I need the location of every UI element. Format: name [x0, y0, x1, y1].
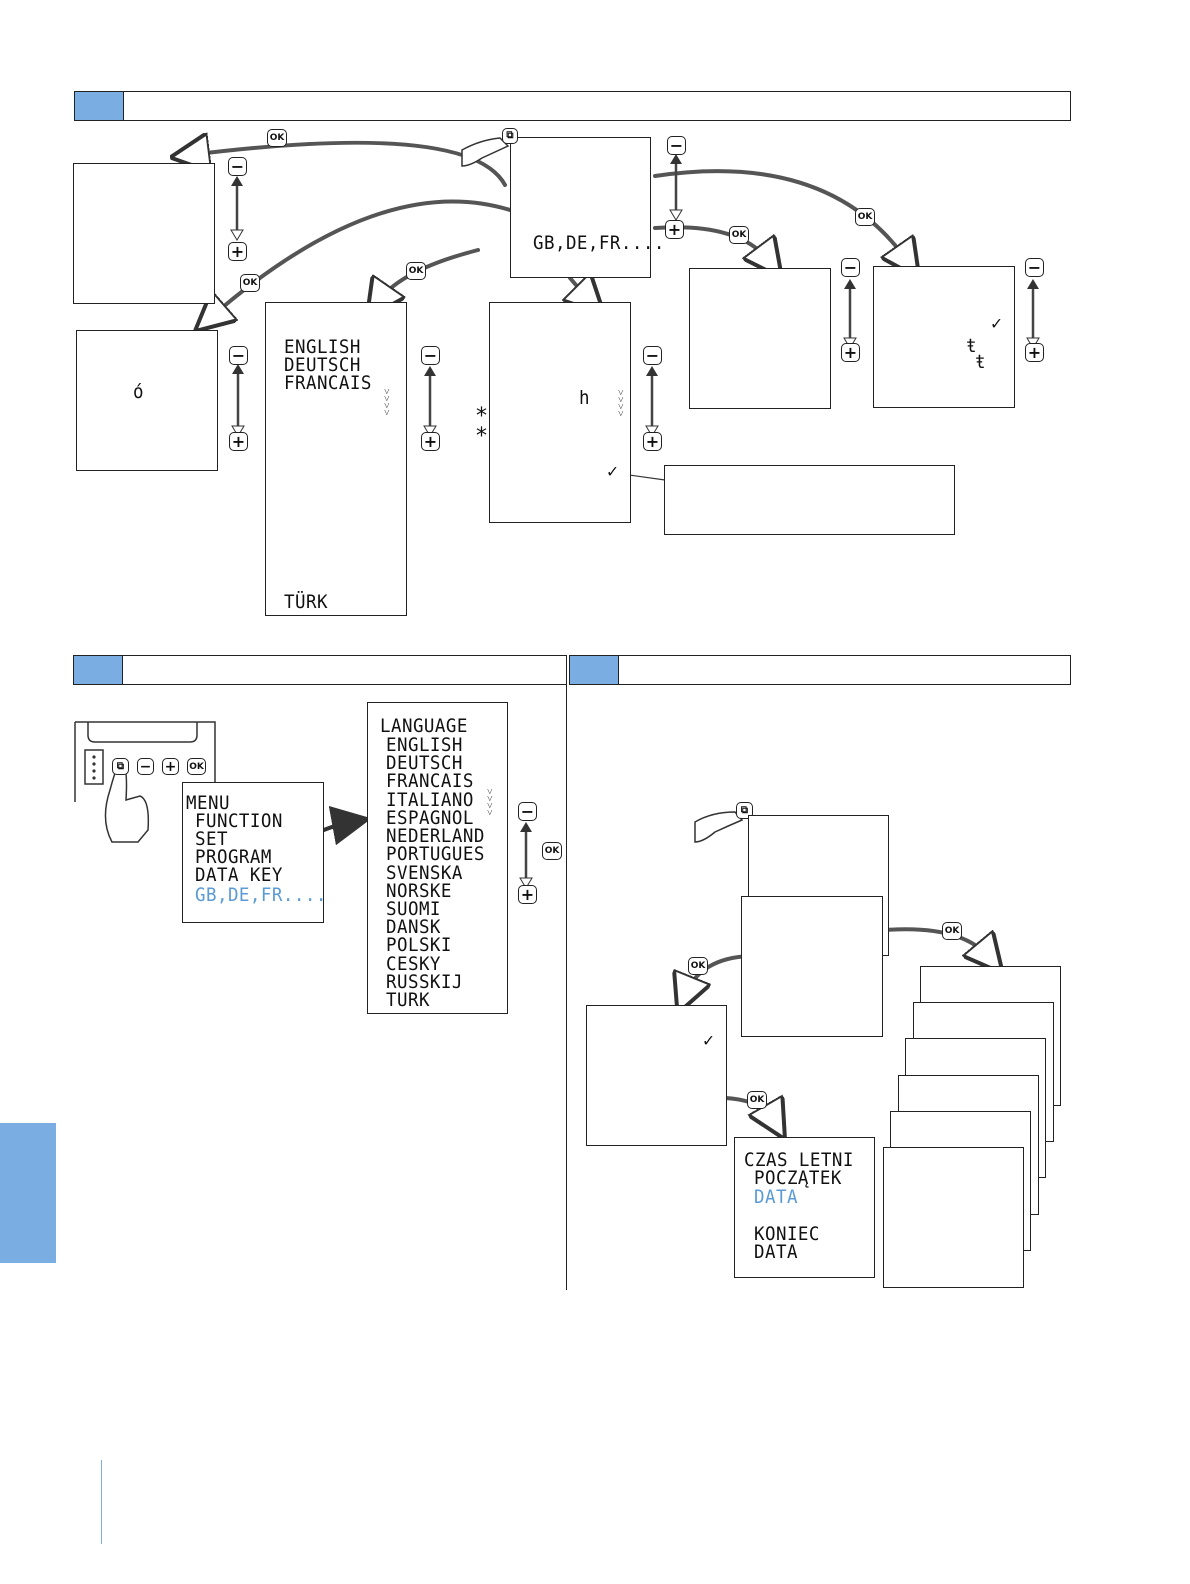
- minus-button[interactable]: −: [1025, 258, 1044, 277]
- menu-key[interactable]: ⧉: [112, 758, 129, 775]
- lcd-lang-option: GB,DE,FR....: [533, 232, 665, 254]
- checkmark-icon: ✓: [607, 461, 618, 482]
- menu-item[interactable]: FUNCTION: [195, 810, 283, 832]
- language-item[interactable]: DEUTSCH: [386, 752, 463, 774]
- section-divider: [566, 685, 567, 1290]
- asterisk-2: *: [476, 424, 487, 449]
- minus-button[interactable]: −: [229, 346, 248, 365]
- section-header-top: [74, 91, 1071, 121]
- lcd-language-line-2: DEUTSCH: [284, 354, 361, 376]
- dst-start-value[interactable]: DATA: [754, 1186, 798, 1208]
- menu-key-icon[interactable]: ⧉: [502, 128, 518, 144]
- language-item[interactable]: NORSKE: [386, 880, 452, 902]
- plus-button[interactable]: +: [162, 758, 179, 775]
- language-item[interactable]: TURK: [386, 989, 430, 1011]
- ok-button[interactable]: OK: [240, 274, 260, 292]
- section-header-bottom-right: [569, 655, 1071, 685]
- ok-button[interactable]: OK: [406, 262, 426, 280]
- language-item[interactable]: CESKY: [386, 953, 441, 975]
- ok-button[interactable]: OK: [187, 758, 206, 775]
- menu-item[interactable]: DATA KEY: [195, 864, 283, 886]
- ok-button[interactable]: OK: [942, 922, 962, 940]
- callout-box: [664, 465, 955, 535]
- section-header-tab: [75, 92, 124, 120]
- minus-button[interactable]: −: [421, 346, 440, 365]
- plus-button[interactable]: +: [228, 242, 247, 261]
- language-item[interactable]: ITALIANO: [386, 789, 474, 811]
- lcd-language-line-3: FRANCAIS: [284, 372, 372, 394]
- lcd-menu-screen: MENU FUNCTION SET PROGRAM DATA KEY GB,DE…: [182, 782, 327, 923]
- scroll-marks: ˅˅˅˅: [487, 787, 493, 819]
- scroll-marks: ˅˅˅˅: [384, 387, 390, 419]
- lcd-screen-glyph: ó: [76, 330, 218, 471]
- minus-button[interactable]: −: [643, 346, 662, 365]
- dst-start-label: POCZĄTEK: [754, 1167, 842, 1189]
- language-item[interactable]: NEDERLAND: [386, 825, 485, 847]
- ok-button[interactable]: OK: [729, 226, 749, 244]
- language-item[interactable]: SVENSKA: [386, 862, 463, 884]
- plus-button[interactable]: +: [229, 432, 248, 451]
- lcd-dst-screen: CZAS LETNI POCZĄTEK DATA KONIEC DATA: [734, 1137, 875, 1278]
- plus-button[interactable]: +: [643, 432, 662, 451]
- language-item[interactable]: ESPAGNOL: [386, 807, 474, 829]
- lcd-glyph-a: ó: [133, 381, 144, 403]
- ok-button[interactable]: OK: [542, 842, 562, 860]
- dst-end-value[interactable]: DATA: [754, 1241, 798, 1263]
- language-item[interactable]: DANSK: [386, 916, 441, 938]
- lcd-screen-time: h ˅˅˅˅ ✓: [489, 302, 631, 523]
- minus-button[interactable]: −: [228, 157, 247, 176]
- ok-button[interactable]: OK: [688, 957, 708, 975]
- language-item[interactable]: POLSKI: [386, 934, 452, 956]
- plus-button[interactable]: +: [421, 432, 440, 451]
- minus-button[interactable]: −: [841, 258, 860, 277]
- ok-button[interactable]: OK: [855, 208, 875, 226]
- menu-item[interactable]: PROGRAM: [195, 846, 272, 868]
- lcd-glyph-h: h: [579, 387, 590, 409]
- language-item[interactable]: ENGLISH: [386, 734, 463, 756]
- lcd-screen-check: ✓: [586, 1005, 727, 1146]
- lcd-language-screen: LANGUAGE ENGLISH DEUTSCH FRANCAIS ITALIA…: [367, 702, 508, 1014]
- lcd-glyph-t2: ŧ: [975, 351, 986, 373]
- plus-button[interactable]: +: [841, 343, 860, 362]
- plus-button[interactable]: +: [518, 885, 537, 904]
- plus-button[interactable]: +: [665, 220, 684, 239]
- dst-title: CZAS LETNI: [744, 1149, 854, 1171]
- language-title: LANGUAGE: [380, 715, 468, 737]
- lcd-screen-front: [741, 896, 883, 1037]
- section-header-bottom-left: [73, 655, 567, 685]
- lcd-language-last: TÜRK: [284, 591, 328, 613]
- lcd-language-line-1: ENGLISH: [284, 336, 361, 358]
- language-item[interactable]: SUOMI: [386, 898, 441, 920]
- page-margin-line: [101, 1460, 102, 1544]
- lcd-screen-language-list: ENGLISH DEUTSCH FRANCAIS ˅˅˅˅ TÜRK: [265, 302, 407, 616]
- lcd-screen-dst: ✓ ŧ ŧ: [873, 266, 1015, 408]
- menu-key-icon[interactable]: ⧉: [736, 802, 753, 819]
- minus-button[interactable]: −: [667, 136, 686, 155]
- dst-end-label: KONIEC: [754, 1223, 820, 1245]
- ok-button[interactable]: OK: [747, 1091, 767, 1109]
- lcd-screen-menu-option: GB,DE,FR....: [510, 137, 664, 278]
- lcd-screen-empty-2: [689, 268, 831, 409]
- menu-title: MENU: [186, 792, 230, 814]
- plus-button[interactable]: +: [1025, 343, 1044, 362]
- menu-item[interactable]: SET: [195, 828, 228, 850]
- language-item[interactable]: FRANCAIS: [386, 770, 474, 792]
- side-chapter-tab: [0, 1123, 56, 1263]
- checkmark-icon: ✓: [703, 1030, 714, 1051]
- lcd-screen-empty-1: [73, 163, 215, 304]
- ok-button[interactable]: OK: [267, 129, 287, 147]
- checkmark-icon: ✓: [991, 313, 1002, 334]
- menu-item-selected[interactable]: GB,DE,FR....: [195, 884, 327, 906]
- asterisk-1: *: [476, 404, 487, 429]
- minus-button[interactable]: −: [518, 802, 537, 821]
- language-item[interactable]: PORTUGUES: [386, 843, 485, 865]
- scroll-marks: ˅˅˅˅: [618, 388, 624, 420]
- stacked-screen-6: [883, 1147, 1024, 1288]
- section-header-tab: [74, 656, 123, 684]
- lcd-glyph-t1: ŧ: [966, 335, 977, 357]
- language-item[interactable]: RUSSKIJ: [386, 971, 463, 993]
- section-header-tab: [570, 656, 619, 684]
- minus-button[interactable]: −: [137, 758, 154, 775]
